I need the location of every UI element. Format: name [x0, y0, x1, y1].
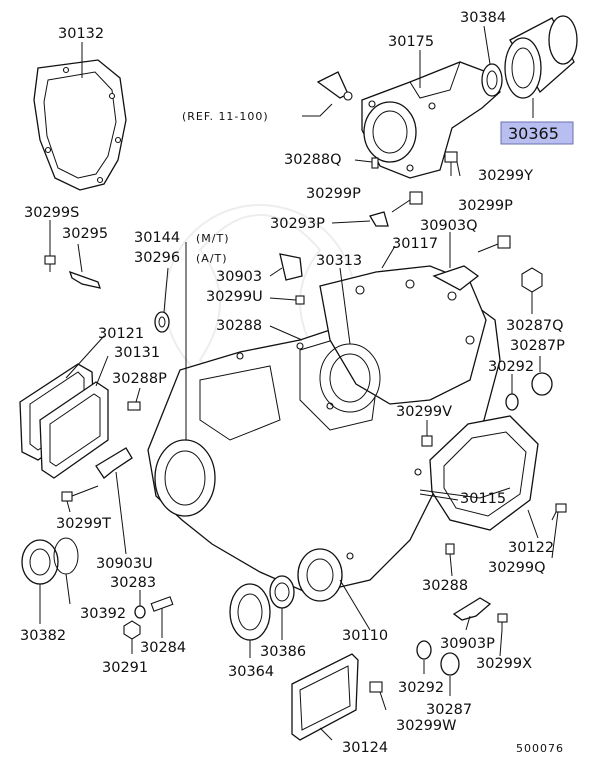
washer-30283	[134, 605, 146, 619]
label-30365: 30365	[508, 124, 559, 143]
label-30121: 30121	[98, 326, 144, 342]
label-30124: 30124	[342, 740, 388, 756]
washer-30292-upper	[505, 393, 519, 411]
label-30364: 30364	[228, 664, 274, 680]
dust-seal-30364	[229, 583, 271, 641]
label-30110: 30110	[342, 628, 388, 644]
label-30903: 30903	[216, 269, 262, 285]
case-half-30117	[319, 265, 487, 405]
pin-30288Q	[371, 157, 379, 169]
oring-30296	[154, 311, 170, 333]
highlight-box-30365	[500, 121, 574, 145]
label-30392: 30392	[80, 606, 126, 622]
label-30132: 30132	[58, 26, 104, 42]
bolt-30299P-b	[477, 235, 511, 253]
plug-30287Q	[521, 267, 543, 293]
bolt-30299S	[44, 255, 56, 272]
bracket-30903	[279, 253, 303, 281]
label-30299P-a: 30299P	[306, 186, 361, 202]
label-30903U: 30903U	[96, 556, 153, 572]
bracket-30903Q	[432, 265, 480, 291]
label-30903Q: 30903Q	[420, 218, 478, 234]
oil-seal-30382	[21, 539, 59, 585]
label-30299P-b: 30299P	[458, 198, 513, 214]
label-30117: 30117	[392, 236, 438, 252]
label-30115: 30115	[460, 491, 506, 507]
label-30131: 30131	[114, 345, 160, 361]
pin-30288P	[127, 401, 141, 411]
label-30293P: 30293P	[270, 216, 325, 232]
label-30291: 30291	[102, 660, 148, 676]
bolt-30299P-a	[391, 191, 423, 213]
bolt-30299Q	[551, 503, 567, 521]
label-30122: 30122	[508, 540, 554, 556]
bolt-30299W	[369, 681, 383, 693]
bracket-30903U	[95, 447, 133, 479]
label-30287P: 30287P	[510, 338, 565, 354]
label-30288Q: 30288Q	[284, 152, 342, 168]
label-30386: 30386	[260, 644, 306, 660]
bolt-30299T	[61, 485, 99, 502]
label-30283: 30283	[110, 575, 156, 591]
label-30299W: 30299W	[396, 718, 456, 734]
gasket-30132	[33, 59, 127, 191]
label-30299V: 30299V	[396, 404, 452, 420]
bolt-30299Y	[444, 151, 458, 176]
label-30299Q: 30299Q	[488, 560, 546, 576]
bolt-30299X	[497, 613, 508, 630]
ref-arrow	[302, 71, 353, 117]
label-30903P: 30903P	[440, 636, 495, 652]
gasket-30115	[419, 487, 511, 499]
pin-30288-lower	[445, 543, 455, 555]
gasket-30131	[39, 381, 109, 479]
leader-lines	[39, 25, 559, 741]
clip-30293P	[369, 211, 389, 227]
stud-30284	[150, 596, 174, 612]
label-30292-lower: 30292	[398, 680, 444, 696]
label-30295: 30295	[62, 226, 108, 242]
label-30175: 30175	[388, 34, 434, 50]
cover-30124	[291, 653, 359, 741]
label-30299T: 30299T	[56, 516, 111, 532]
label-30288-lower: 30288	[422, 578, 468, 594]
ref-note: (REF. 11-100)	[182, 110, 269, 123]
label-30296: 30296	[134, 250, 180, 266]
label-30299Y: 30299Y	[478, 168, 533, 184]
nut-30291	[123, 620, 141, 640]
label-30299S: 30299S	[24, 205, 79, 221]
label-30288: 30288	[216, 318, 262, 334]
bracket-30295	[68, 270, 101, 289]
label-30384: 30384	[460, 10, 506, 26]
bracket-30903P	[452, 597, 492, 621]
label-30313: 30313	[316, 253, 362, 269]
dust-cover-30365	[504, 15, 578, 99]
label-30287: 30287	[426, 702, 472, 718]
bolt-30299V	[421, 435, 433, 447]
extension-housing-30175	[361, 61, 501, 179]
note-mt: (M/T)	[196, 232, 230, 245]
label-30299U: 30299U	[206, 289, 263, 305]
washer-30292-lower	[416, 640, 432, 660]
label-30287Q: 30287Q	[506, 318, 564, 334]
part-labels: 30132 30384 30175 30365 (REF. 11-100) 30…	[20, 10, 574, 756]
plug-30287P	[531, 372, 553, 396]
rear-cover-30122	[429, 415, 539, 531]
plug-30287	[440, 652, 460, 676]
label-30299X: 30299X	[476, 656, 532, 672]
doc-code: 500076	[516, 742, 564, 755]
label-30382: 30382	[20, 628, 66, 644]
label-30292-upper: 30292	[488, 359, 534, 375]
bolt-30299U	[295, 295, 305, 305]
oil-seal-30386	[269, 575, 295, 609]
label-30284: 30284	[140, 640, 186, 656]
label-30288P: 30288P	[112, 371, 167, 387]
note-at: (A/T)	[196, 252, 228, 265]
label-30144: 30144	[134, 230, 180, 246]
oil-seal-30384	[481, 63, 503, 97]
